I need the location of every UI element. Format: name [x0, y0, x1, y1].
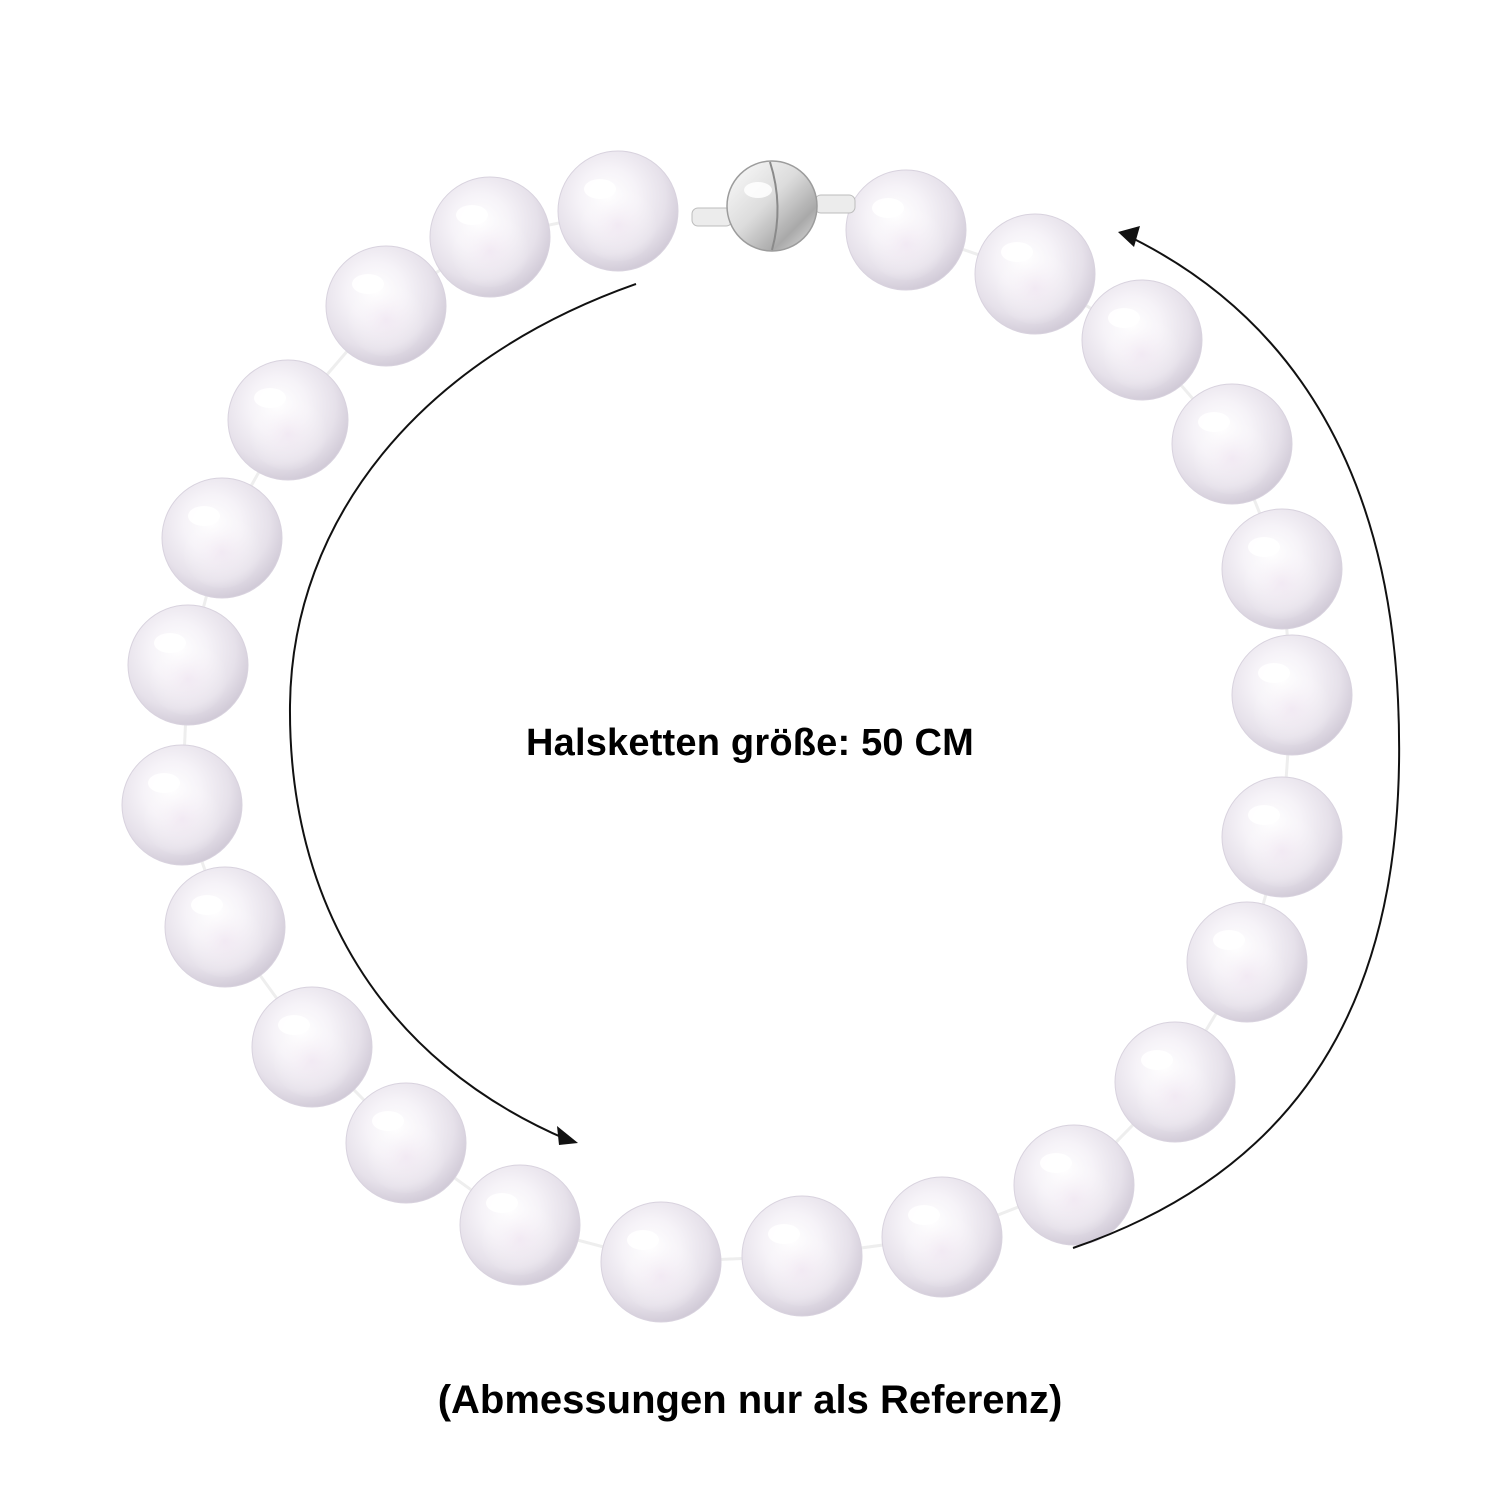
reference-note: (Abmessungen nur als Referenz) [437, 1378, 1063, 1422]
right-arc-arrow [1072, 235, 1401, 1249]
pearl-bead-icon [251, 986, 373, 1108]
pearl-bead-icon [1114, 1021, 1236, 1143]
necklace-size-label: Halsketten größe: 50 CM [525, 722, 975, 764]
pearl-bead-icon [741, 1195, 863, 1317]
pearl-bead-icon [121, 744, 243, 866]
pearl-bead-icon [325, 245, 447, 367]
pearl-bead-icon [127, 604, 249, 726]
pearl-bead-icon [845, 169, 967, 291]
pearl-bead-icon [1171, 383, 1293, 505]
pearl-bead-icon [557, 150, 679, 272]
pearl-bead-icon [459, 1164, 581, 1286]
pearl-bead-icon [1221, 776, 1343, 898]
pearl-bead-icon [345, 1082, 467, 1204]
pearl-bead-icon [1186, 901, 1308, 1023]
magnetic-clasp-icon [691, 160, 856, 252]
pearl-bead-icon [1081, 279, 1203, 401]
pearl-bead-icon [974, 213, 1096, 335]
pearl-bead-icon [1013, 1124, 1135, 1246]
pearl-bead-icon [161, 477, 283, 599]
measurement-arrows [288, 226, 1401, 1249]
pearl-bead-icon [1221, 508, 1343, 630]
pearl-bead-icon [881, 1176, 1003, 1298]
pearl-bead-icon [164, 866, 286, 988]
arrow-head-icon [557, 1126, 578, 1145]
pearl-bead-icon [1231, 634, 1353, 756]
left-arc-arrow [288, 283, 637, 1141]
pearl-bead-icon [600, 1201, 722, 1323]
pearl-bead-icon [227, 359, 349, 481]
arrow-head-icon [1118, 226, 1140, 247]
pearl-strand [121, 150, 1353, 1323]
pearl-bead-icon [429, 176, 551, 298]
